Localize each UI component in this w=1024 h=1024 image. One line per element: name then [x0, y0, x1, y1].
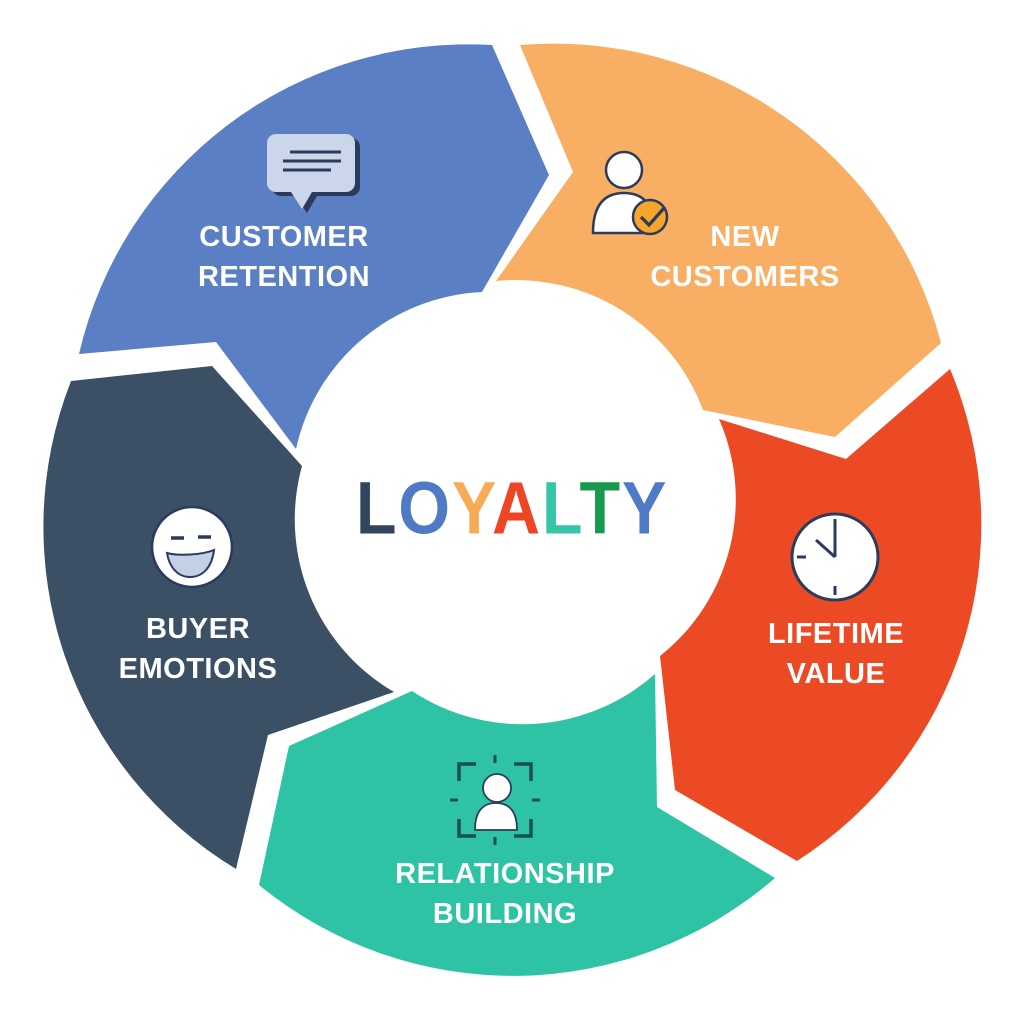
title-letter: Y	[451, 466, 493, 550]
title-letter: A	[492, 466, 542, 550]
segment-new-customers	[496, 43, 941, 438]
segment-lifetime-value	[660, 369, 982, 861]
title-letter: T	[579, 466, 622, 550]
title-letter: O	[398, 466, 452, 550]
title-letter: L	[355, 466, 399, 550]
title-letter: L	[541, 466, 580, 550]
segment-buyer-emotions	[43, 366, 395, 869]
title-letter: Y	[621, 466, 669, 550]
center-title-loyalty: LOYALTY	[356, 466, 668, 551]
segment-customer-retention	[79, 44, 549, 450]
